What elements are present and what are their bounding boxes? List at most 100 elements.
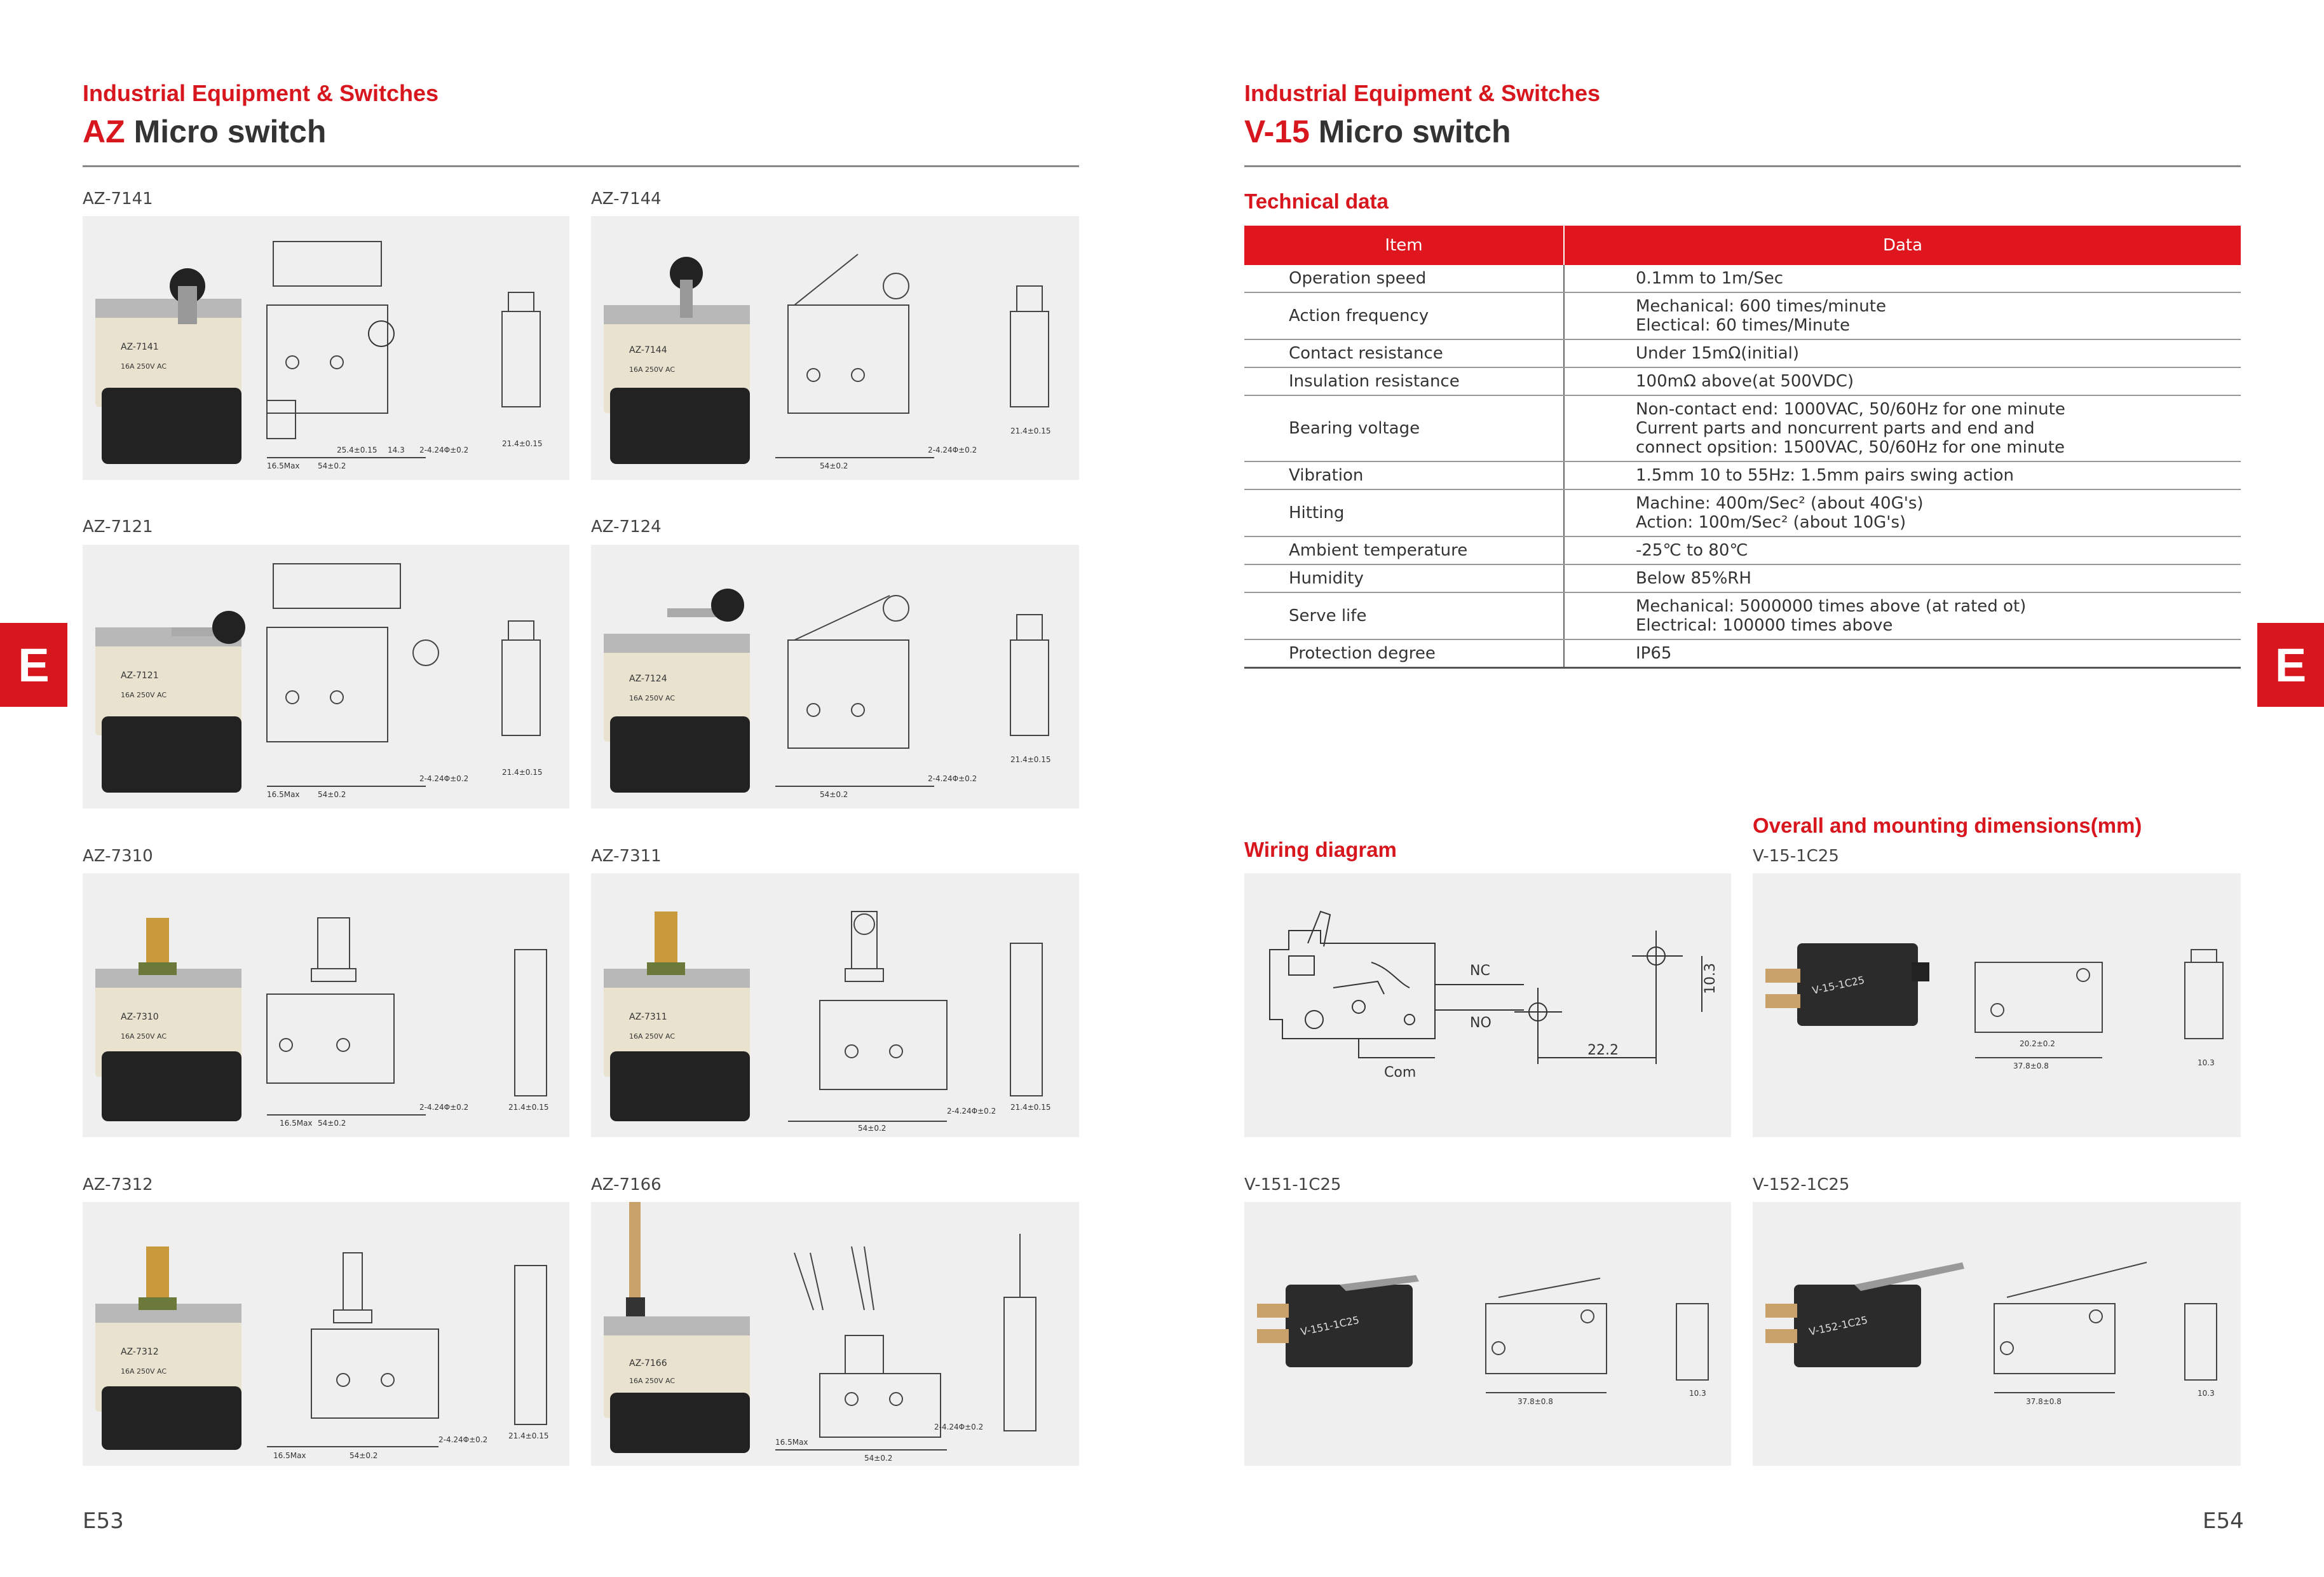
right-series: V-15	[1244, 114, 1310, 149]
row-data-line: connect opsition: 1500VAC, 50/60Hz for o…	[1636, 438, 2065, 457]
switch-print-rating: 16A 250V AC	[121, 691, 166, 699]
row-data: Mechanical: 5000000 times above (at rate…	[1564, 592, 2241, 640]
model-label: AZ-7121	[83, 517, 153, 536]
product-panel: AZ-7311 16A 250V AC 54±0.2 2-4.24Φ±0.2 2…	[591, 873, 1079, 1137]
table-row: Ambient temperature-25℃ to 80℃	[1244, 536, 2241, 565]
dim-text: 2-4.24Φ±0.2	[438, 1435, 487, 1444]
row-data-line: Non-contact end: 1000VAC, 50/60Hz for on…	[1636, 400, 2065, 419]
row-data-line: Electical: 60 times/Minute	[1636, 316, 1851, 335]
row-data: Under 15mΩ(initial)	[1564, 339, 2241, 368]
row-data-line: 0.1mm to 1m/Sec	[1636, 269, 1784, 288]
dim-text: 37.8±0.8	[2013, 1062, 2049, 1070]
dim-text: 20.2±0.2	[2020, 1039, 2055, 1048]
product-panel: AZ-7312 16A 250V AC 54±0.2 2-4.24Φ±0.2 2…	[83, 1202, 569, 1466]
dim-text: 16.5Max	[280, 1119, 313, 1128]
dim-text: 54±0.2	[820, 790, 848, 799]
row-data: 1.5mm 10 to 55Hz: 1.5mm pairs swing acti…	[1564, 461, 2241, 490]
wiring-dim-width: 22.2	[1587, 1042, 1619, 1058]
row-item: Vibration	[1244, 461, 1565, 490]
dim-text: 14.3	[388, 446, 405, 454]
left-product: Micro switch	[133, 114, 327, 149]
row-item: Contact resistance	[1244, 339, 1565, 368]
model-label: V-151-1C25	[1244, 1175, 1342, 1194]
switch-print-model: AZ-7312	[121, 1347, 159, 1357]
dim-text: 2-4.24Φ±0.2	[419, 1103, 468, 1112]
model-label: AZ-7310	[83, 847, 153, 866]
switch-print-rating: 16A 250V AC	[629, 1377, 675, 1385]
row-data-line: Mechanical: 600 times/minute	[1636, 297, 1886, 316]
switch-print-model: AZ-7310	[121, 1012, 159, 1022]
dim-text: 25.4±0.15	[337, 446, 377, 454]
v151-dimension-drawing: V-151-1C25 37.8±0.8 10.3	[1257, 1275, 1709, 1406]
switch-print-rating: 16A 250V AC	[629, 365, 675, 374]
product-panel: AZ-7141 16A 250V AC 54±0.2 25.4±0.15 14.…	[83, 216, 569, 480]
dim-text: 16.5Max	[267, 461, 300, 470]
dim-text: 2-4.24Φ±0.2	[947, 1107, 996, 1116]
model-label: AZ-7311	[591, 847, 662, 866]
dim-text: 21.4±0.15	[1010, 427, 1051, 435]
dim-text: 54±0.2	[318, 790, 346, 799]
dimensions-panel: V-152-1C25 37.8±0.8 10.3	[1753, 1202, 2241, 1466]
dim-text: 10.3	[1689, 1389, 1706, 1398]
right-section-tab: E	[2257, 623, 2324, 707]
dim-text: 37.8±0.8	[2026, 1397, 2062, 1406]
right-divider	[1244, 165, 2241, 167]
dim-text: 54±0.2	[858, 1124, 886, 1133]
wiring-com-label: Com	[1384, 1065, 1416, 1081]
row-data-line: IP65	[1636, 644, 1672, 663]
left-divider	[83, 165, 1079, 167]
left-category: Industrial Equipment & Switches	[83, 80, 439, 106]
wiring-dim-height: 10.3	[1702, 963, 1718, 994]
dimensions-title: Overall and mounting dimensions(mm)	[1753, 814, 2142, 837]
right-title: V-15 Micro switch	[1244, 113, 1511, 150]
dim-text: 21.4±0.15	[1010, 755, 1051, 764]
row-data: -25℃ to 80℃	[1564, 536, 2241, 565]
az-roller-lever-drawing: AZ-7141 16A 250V AC 54±0.2 25.4±0.15 14.…	[95, 241, 543, 470]
model-label: V-152-1C25	[1753, 1175, 1850, 1194]
header-item: Item	[1244, 226, 1565, 265]
row-item: Humidity	[1244, 564, 1565, 593]
table-row: Operation speed 0.1mm to 1m/Sec	[1244, 265, 2241, 293]
product-panel: AZ-7121 16A 250V AC 54±0.2 2-4.24Φ±0.2 2…	[83, 545, 569, 809]
row-data-line: Current parts and noncurrent parts and e…	[1636, 419, 2035, 438]
row-data: 0.1mm to 1m/Sec	[1564, 265, 2241, 293]
left-series: AZ	[83, 114, 125, 149]
model-label: AZ-7144	[591, 189, 662, 208]
dim-text: 2-4.24Φ±0.2	[928, 446, 977, 454]
dim-text: 16.5Max	[267, 790, 300, 799]
switch-body	[95, 299, 241, 407]
wiring-diagram: NC NO Com 22.2 10.3	[1269, 910, 1718, 1081]
row-data: Machine: 400m/Sec² (about 40G's)Action: …	[1564, 489, 2241, 537]
switch-print-model: AZ-7166	[629, 1358, 667, 1369]
model-label: V-15-1C25	[1753, 847, 1839, 866]
dim-text: 10.3	[2198, 1389, 2215, 1398]
dim-text: 2-4.24Φ±0.2	[419, 446, 468, 454]
table-header-row: Item Data	[1244, 226, 2241, 265]
row-data-line: Below 85%RH	[1636, 569, 1751, 588]
dim-text: 54±0.2	[820, 461, 848, 470]
dim-text: 10.3	[2198, 1058, 2215, 1067]
dim-text: 54±0.2	[350, 1451, 377, 1460]
row-item: Operation speed	[1244, 265, 1565, 293]
right-page-number: E54	[2203, 1508, 2244, 1534]
switch-print-model: AZ-7311	[629, 1012, 667, 1022]
model-label: AZ-7166	[591, 1175, 662, 1194]
dim-text: 21.4±0.15	[502, 439, 543, 448]
row-data: IP65	[1564, 639, 2241, 669]
v15-dimension-drawing: V-15-1C25 37.8±0.8 20.2±0.2 10.3	[1765, 943, 2224, 1070]
dim-text: 21.4±0.15	[508, 1431, 549, 1440]
switch-print-rating: 16A 250V AC	[629, 694, 675, 702]
dimensions-panel: V-151-1C25 37.8±0.8 10.3	[1244, 1202, 1731, 1466]
row-item: Action frequency	[1244, 292, 1565, 340]
row-item: Serve life	[1244, 592, 1565, 640]
dim-text: 2-4.24Φ±0.2	[934, 1423, 983, 1431]
row-item: Insulation resistance	[1244, 367, 1565, 396]
switch-print-model: AZ-7141	[121, 342, 159, 352]
wiring-no-label: NO	[1470, 1015, 1492, 1031]
row-item: Ambient temperature	[1244, 536, 1565, 565]
row-data-line: Electrical: 100000 times above	[1636, 616, 1893, 635]
header-data: Data	[1564, 226, 2241, 265]
